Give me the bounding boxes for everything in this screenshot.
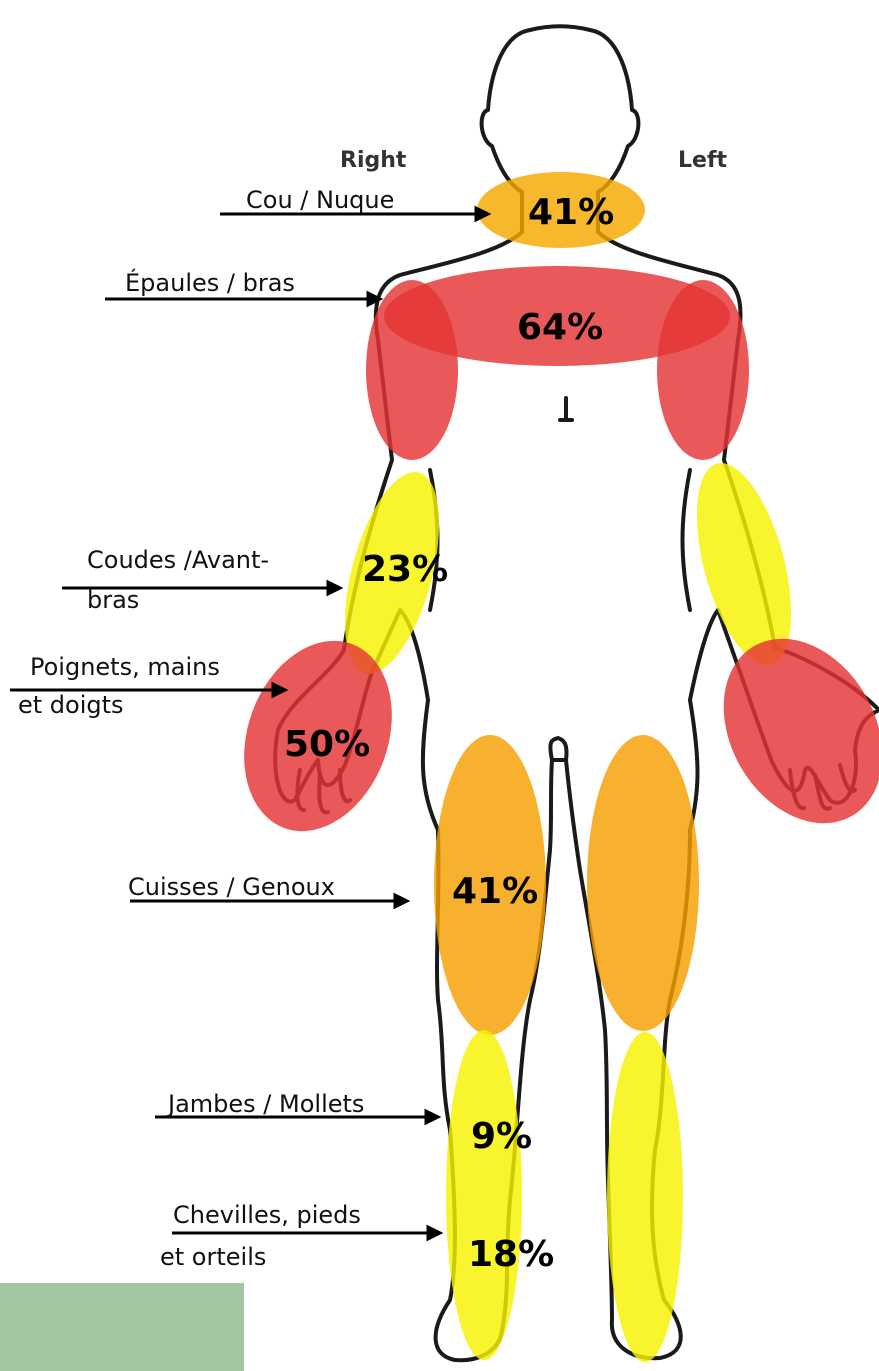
label-ankles-line1: Chevilles, pieds — [173, 1200, 361, 1230]
label-neck: Cou / Nuque — [246, 185, 394, 215]
region-legs-11 — [607, 1032, 683, 1362]
left-side-label: Left — [678, 148, 727, 173]
arrow-head-thighs — [395, 895, 407, 907]
label-thighs: Cuisses / Genoux — [128, 872, 335, 902]
region-legs-10 — [446, 1030, 522, 1360]
percent-shoulders: 64% — [517, 308, 603, 348]
region-wrists-7 — [692, 610, 879, 852]
percent-wrists: 50% — [284, 725, 370, 765]
decorative-green-box — [0, 1283, 244, 1371]
label-legs: Jambes / Mollets — [168, 1089, 364, 1119]
pain-regions — [219, 172, 879, 1362]
percent-elbows: 23% — [362, 550, 448, 590]
label-ankles-line2: et orteils — [160, 1242, 266, 1272]
label-elbows-line1: Coudes /Avant- — [87, 545, 269, 575]
percent-thighs: 41% — [452, 872, 538, 912]
arrow-head-legs — [426, 1111, 438, 1123]
region-thighs-9 — [587, 735, 699, 1031]
arrow-head-ankles — [428, 1227, 440, 1239]
percent-legs: 9% — [471, 1117, 532, 1157]
arrow-head-elbows — [328, 582, 340, 594]
percent-ankles: 18% — [468, 1235, 554, 1275]
percent-neck: 41% — [528, 193, 614, 233]
label-shoulders: Épaules / bras — [125, 268, 295, 298]
label-elbows-line2: bras — [87, 585, 139, 615]
label-wrists-line1: Poignets, mains — [30, 652, 220, 682]
label-wrists-line2: et doigts — [18, 690, 124, 720]
right-side-label: Right — [340, 148, 406, 173]
